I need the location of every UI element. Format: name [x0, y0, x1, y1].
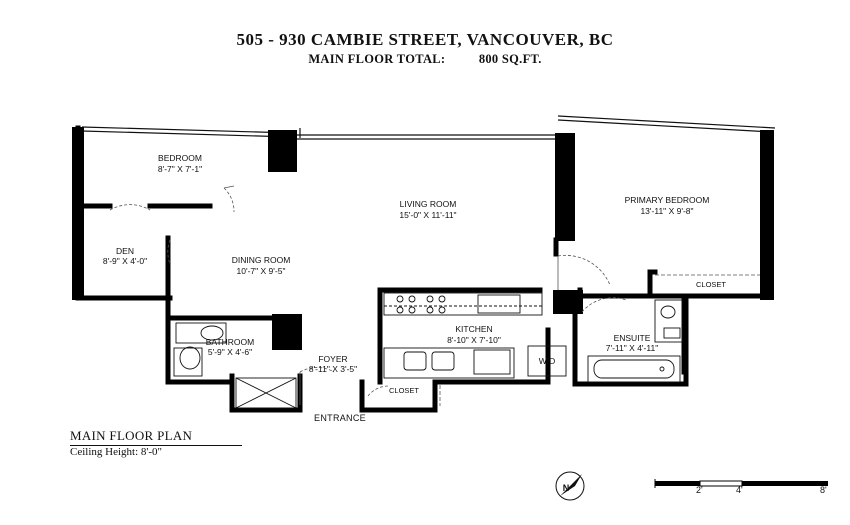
- plan-legend: MAIN FLOOR PLAN Ceiling Height: 8'-0": [70, 428, 242, 458]
- closet-primary-label: CLOSET: [696, 280, 726, 289]
- scale-tick-4: 4': [736, 485, 743, 495]
- entrance-label: ENTRANCE: [314, 413, 366, 423]
- door-leaves: [223, 185, 559, 405]
- room-dims-dining: 10'-7" X 9'-5": [237, 266, 286, 276]
- scale-tick-8: 8': [820, 485, 827, 495]
- plan-title-underline: [70, 445, 242, 446]
- room-dims-ensuite: 7'-11" X 4'-11": [606, 343, 658, 353]
- washer-dryer-label: W/D: [539, 356, 556, 366]
- room-name-bathroom: BATHROOM: [206, 337, 254, 347]
- room-dims-living: 15'-0" X 11'-11": [399, 210, 456, 220]
- closet-rods: [439, 274, 760, 406]
- room-dims-foyer: 8'-11" X 3'-5": [309, 364, 357, 374]
- entry-mat: [235, 377, 297, 409]
- floor-total-value: 800 SQ.FT.: [478, 52, 542, 66]
- interior-walls: [75, 125, 773, 413]
- room-dims-primary: 13'-11" X 9'-8": [640, 206, 693, 216]
- door-swings: [109, 187, 627, 397]
- north-compass-icon: N: [555, 471, 585, 501]
- room-dims-den: 8'-9" X 4'-0": [103, 256, 147, 266]
- room-dims-bathroom: 5'-9" X 4'-6": [208, 347, 252, 357]
- room-name-bedroom: BEDROOM: [158, 153, 202, 163]
- plan-title: MAIN FLOOR PLAN: [70, 428, 193, 443]
- room-name-kitchen: KITCHEN: [455, 324, 492, 334]
- floor-total: MAIN FLOOR TOTAL: 800 SQ.FT.: [0, 52, 850, 67]
- scale-tick-2: 2': [696, 485, 703, 495]
- ceiling-height: Ceiling Height: 8'-0": [70, 446, 163, 458]
- bathroom-fixtures: [173, 322, 227, 377]
- closet-foyer-label: CLOSET: [389, 386, 419, 395]
- north-letter: N: [563, 483, 570, 493]
- room-name-ensuite: ENSUITE: [614, 333, 651, 343]
- room-name-foyer: FOYER: [318, 354, 347, 364]
- structural-columns: [72, 127, 774, 350]
- room-name-dining: DINING ROOM: [232, 255, 291, 265]
- kitchen-fixtures: [383, 292, 567, 379]
- ensuite-fixtures: [587, 299, 683, 383]
- room-dims-bedroom: 8'-7" X 7'-1": [158, 164, 202, 174]
- room-name-den: DEN: [116, 246, 134, 256]
- property-address: 505 - 930 CAMBIE STREET, VANCOUVER, BC: [236, 30, 614, 49]
- room-dims-kitchen: 8'-10" X 7'-10": [447, 335, 501, 345]
- floor-total-label: MAIN FLOOR TOTAL:: [308, 52, 446, 66]
- room-name-primary: PRIMARY BEDROOM: [625, 195, 710, 205]
- room-labels: BEDROOM 8'-7" X 7'-1" LIVING ROOM 15'-0"…: [103, 153, 727, 423]
- scale-bar: 2' 4' 8': [654, 479, 828, 495]
- room-name-living: LIVING ROOM: [400, 199, 457, 209]
